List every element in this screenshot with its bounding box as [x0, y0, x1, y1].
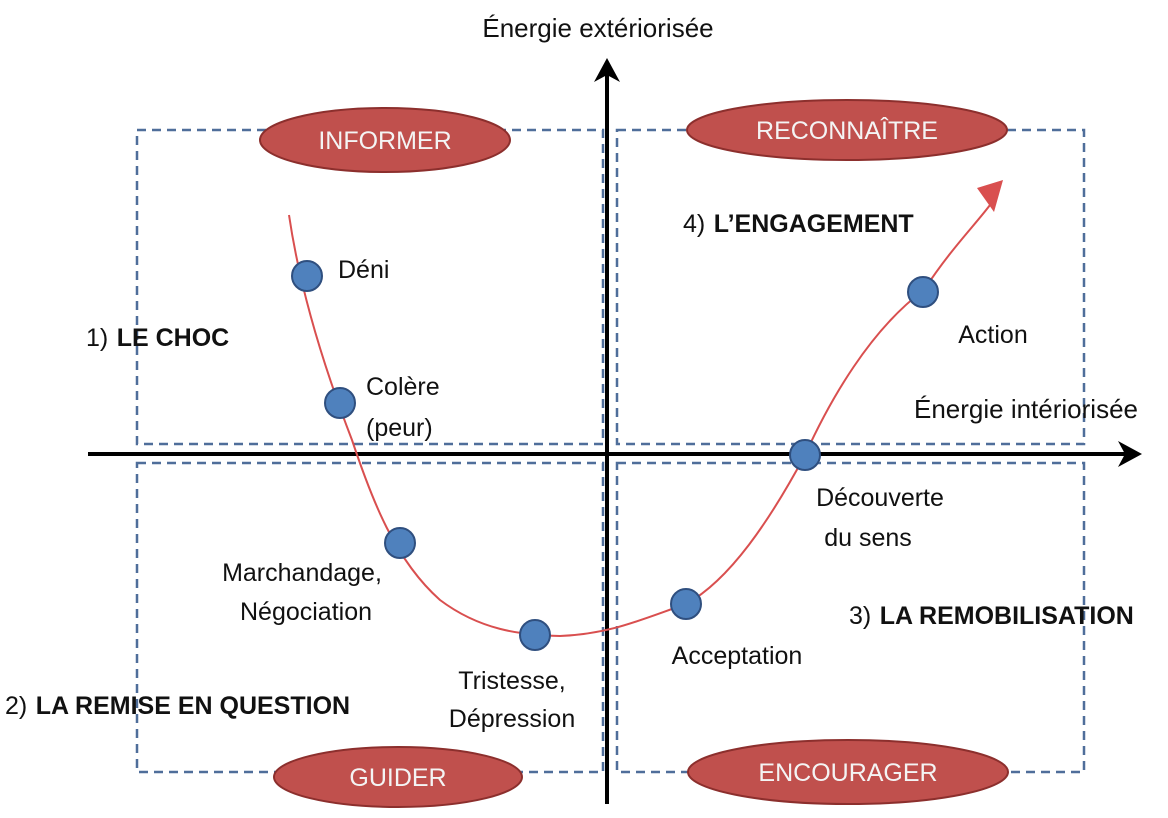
action-encourager: ENCOURAGER [687, 739, 1009, 805]
stage-label-action: Action [958, 321, 1027, 349]
svg-text:GUIDER: GUIDER [349, 764, 446, 792]
stage-label-tristesse-line2: Dépression [449, 705, 575, 733]
action-informer: INFORMER [259, 107, 511, 173]
stage-point-colere [324, 387, 356, 419]
stage-label-marchandage-line1: Marchandage, [222, 559, 382, 587]
svg-text:RECONNAÎTRE: RECONNAÎTRE [756, 116, 938, 145]
stage-label-decouverte-line2: du sens [824, 524, 912, 552]
stage-label-marchandage-line2: Négociation [240, 598, 372, 626]
vertical-axis [594, 58, 620, 804]
horizontal-axis [88, 441, 1142, 467]
stage-label-tristesse-line1: Tristesse, [458, 667, 565, 695]
phase-engagement: 4) L’ENGAGEMENT [683, 210, 914, 238]
stage-label-deni: Déni [338, 256, 389, 284]
y-axis-title: Énergie extériorisée [482, 13, 713, 43]
stage-label-colere-line1: Colère [366, 373, 440, 401]
stage-label-acceptation: Acceptation [672, 642, 803, 670]
stage-label-decouverte-line1: Découverte [816, 484, 944, 512]
phase-le-choc: 1) LE CHOC [86, 324, 229, 352]
svg-text:ENCOURAGER: ENCOURAGER [758, 759, 937, 787]
stage-point-deni [291, 260, 323, 292]
action-guider: GUIDER [273, 746, 523, 808]
stage-point-acceptation [670, 588, 702, 620]
phase-remobilisation: 3) LA REMOBILISATION [849, 602, 1134, 630]
curve-arrowhead [977, 180, 1003, 212]
svg-text:INFORMER: INFORMER [318, 127, 451, 155]
x-axis-title: Énergie intériorisée [914, 394, 1138, 424]
stage-point-action [907, 276, 939, 308]
stage-point-tristesse [519, 619, 551, 651]
stage-point-decouverte [789, 439, 821, 471]
action-reconnaitre: RECONNAÎTRE [686, 99, 1008, 161]
stage-label-colere-line2: (peur) [366, 414, 433, 442]
change-curve [288, 204, 991, 638]
phase-remise-en-question: 2) LA REMISE EN QUESTION [5, 692, 350, 720]
stage-point-marchandage [384, 527, 416, 559]
